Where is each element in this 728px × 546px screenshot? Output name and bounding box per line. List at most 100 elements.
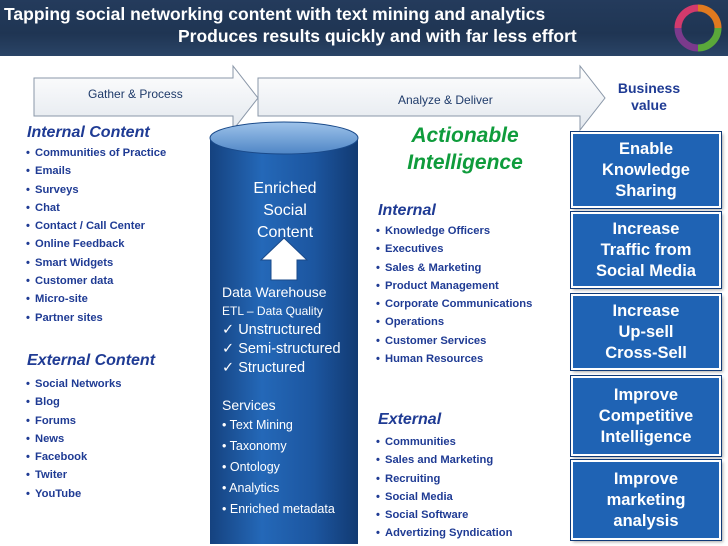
bullet-icon: • (376, 279, 380, 292)
enriched-social-content-label: Enriched Social Content (253, 180, 317, 241)
external-content-list: •Social Networks•Blog•Forums•News•Facebo… (26, 375, 121, 503)
external-audience-item-label: Recruiting (385, 472, 441, 485)
etl-label: ETL – Data Quality (222, 304, 323, 318)
internal-audience-heading: Internal (378, 202, 436, 219)
internal-audience-list: • Knowledge Officers • Executives • Sales & M… (376, 222, 532, 368)
external-audience-item-label: Advertizing Syndication (385, 527, 513, 540)
internal-content-item-label: Chat (35, 201, 60, 214)
data-type-label: Semi-structured (238, 341, 341, 357)
internal-content-list: •Communities of Practice•Emails•Surveys•… (26, 144, 166, 327)
external-content-item: •Twiter (26, 466, 121, 484)
external-content-item: • News (26, 430, 121, 448)
internal-audience-item-label: Corporate Communications (385, 298, 533, 311)
internal-content-item-label: Online Feedback (35, 238, 125, 251)
internal-content-item: • Contact / Call Center (26, 217, 166, 235)
internal-content-item: •Smart Widgets (26, 254, 166, 272)
bullet-icon: • (376, 509, 380, 522)
external-audience-item: •Recruiting (376, 470, 512, 488)
value-box-marketing-analysis: Improve marketing analysis (570, 459, 722, 541)
data-type-item: ✓ Structured (222, 359, 341, 378)
internal-content-item: • Online Feedback (26, 235, 166, 253)
gather-arrow (33, 64, 259, 132)
internal-audience-item: •Customer Services (376, 332, 532, 350)
internal-content-item: • Surveys (26, 181, 166, 199)
external-content-item: •Blog (26, 393, 121, 411)
data-type-item: ✓ Semi-structured (222, 340, 341, 359)
external-audience-item: •Social Media (376, 488, 512, 506)
external-audience-item-label: Communities (385, 436, 456, 448)
bullet-icon: • (26, 378, 30, 390)
bullet-icon: • (222, 502, 230, 516)
internal-content-item-label: Partner sites (35, 311, 103, 324)
internal-audience-item-label: Executives (385, 243, 444, 256)
external-content-item: •Forums (26, 412, 121, 430)
bullet-icon: • (26, 311, 30, 324)
bullet-icon: • (376, 527, 380, 540)
bullet-icon: • (222, 481, 230, 495)
bullet-icon: • (26, 238, 30, 251)
internal-audience-item-label: Sales & Marketing (385, 261, 482, 274)
services-list: • Text Mining• Taxonomy• Ontology• Analy… (222, 415, 335, 520)
analyze-deliver-label: Analyze & Deliver (398, 93, 493, 107)
bullet-icon: • (26, 256, 30, 269)
data-type-label: Structured (238, 360, 306, 376)
bullet-icon: • (376, 243, 380, 256)
data-types-list: ✓ Unstructured✓ Semi-structured✓ Structu… (222, 321, 341, 378)
service-item: • Enriched metadata (222, 499, 335, 520)
internal-audience-item: •Operations (376, 313, 532, 331)
actionable-intelligence-label: Actionable Intelligence (407, 124, 523, 174)
data-type-item: ✓ Unstructured (222, 321, 341, 340)
external-content-item-label: Social Networks (35, 378, 122, 390)
bullet-icon: • (376, 316, 380, 329)
bullet-icon: • (26, 220, 30, 233)
bullet-icon: • (26, 432, 30, 445)
bullet-icon: • (222, 439, 230, 453)
service-label: Enriched metadata (229, 502, 335, 516)
external-content-item-label: Twiter (35, 469, 68, 482)
external-content-item-label: YouTube (35, 487, 82, 500)
bullet-icon: • (26, 147, 30, 159)
value-box-knowledge-sharing: Enable Knowledge Sharing (570, 131, 722, 209)
internal-audience-item: •Human Resources (376, 350, 532, 368)
internal-audience-item: • Knowledge Officers (376, 222, 532, 240)
internal-content-item: • Micro-site (26, 290, 166, 308)
internal-content-item: • Communities of Practice (26, 144, 166, 162)
bullet-icon: • (26, 293, 30, 306)
external-audience-list: •Communities•Sales and Marketing•Recruit… (376, 433, 512, 543)
service-label: Ontology (229, 460, 280, 474)
data-warehouse-cylinder (209, 121, 359, 544)
value-box-social-traffic: Increase Traffic from Social Media (570, 211, 722, 289)
internal-content-item-label: Surveys (35, 183, 79, 196)
bullet-icon: • (376, 454, 380, 467)
internal-content-item-label: Customer data (35, 275, 114, 288)
external-content-item-label: Facebook (35, 451, 88, 464)
bullet-icon: • (26, 414, 30, 427)
value-box-competitive-intelligence: Improve Competitive Intelligence (570, 375, 722, 457)
internal-content-item-label: Contact / Call Center (35, 220, 146, 233)
internal-content-item: •Chat (26, 199, 166, 217)
bullet-icon: • (376, 225, 380, 237)
service-label: Analytics (229, 481, 280, 495)
external-content-heading: External Content (27, 352, 156, 369)
internal-content-item: •Customer data (26, 272, 166, 290)
internal-audience-item: •Product Management (376, 277, 532, 295)
process-arrows (33, 64, 606, 132)
bullet-icon: • (26, 487, 30, 500)
bullet-icon: • (376, 436, 380, 448)
internal-content-item-label: Micro-site (35, 293, 88, 306)
bullet-icon: • (26, 396, 30, 409)
bullet-icon: • (26, 165, 30, 178)
internal-audience-item-label: Customer Services (385, 334, 487, 347)
analyze-arrow (257, 64, 606, 132)
business-value-label: Business value (617, 80, 681, 113)
internal-content-heading: Internal Content (27, 124, 150, 141)
internal-content-item-label: Communities of Practice (35, 147, 167, 159)
external-content-item-label: News (35, 432, 65, 445)
external-audience-item: • Communities (376, 433, 512, 451)
external-audience-item-label: Social Media (385, 490, 453, 503)
internal-audience-item-label: Knowledge Officers (385, 225, 491, 237)
bullet-icon: • (26, 183, 30, 196)
external-content-item: • Social Networks (26, 375, 121, 393)
bullet-icon: • (222, 460, 230, 474)
data-warehouse-title: Data Warehouse (222, 284, 327, 300)
